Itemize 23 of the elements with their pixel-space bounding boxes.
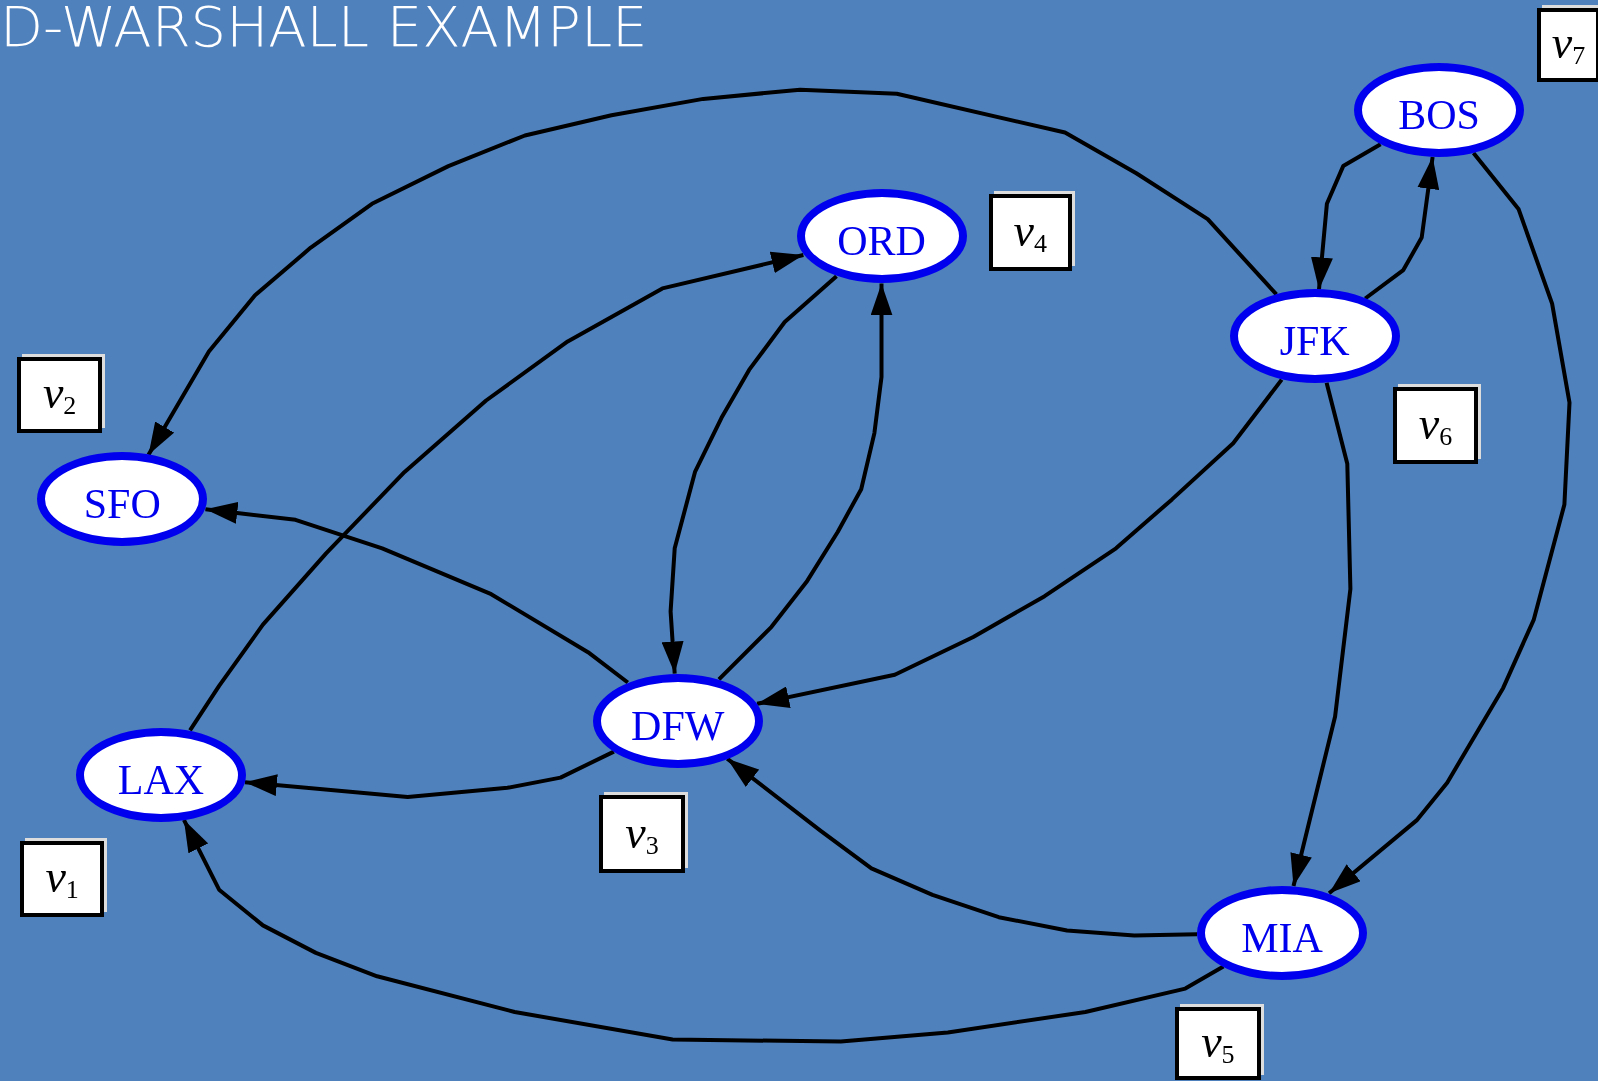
vertex-label-box bbox=[20, 840, 104, 918]
airport-code: BOS bbox=[1398, 94, 1480, 137]
vertex-label-box bbox=[1393, 387, 1478, 464]
vertex-label: v$_{1}$ bbox=[45, 854, 79, 904]
vertex-label: v$_{4}$ bbox=[1013, 207, 1048, 257]
vertex-label: v$_{7}$ bbox=[1551, 20, 1586, 70]
vertex-label-box bbox=[599, 794, 685, 874]
arrow bbox=[1290, 382, 1353, 887]
airport-code: MIA bbox=[1241, 916, 1323, 959]
vertex-label: v$_{2}$ bbox=[42, 370, 77, 420]
vertex-label: v$_{5}$ bbox=[1201, 1019, 1235, 1069]
airport-code: DFW bbox=[631, 704, 725, 747]
vertex-label-box bbox=[988, 193, 1073, 272]
vertex-label-box bbox=[1175, 1006, 1261, 1081]
vertex-label: v$_{6}$ bbox=[1418, 400, 1453, 450]
title: D-WARSHALL EXAMPLE bbox=[0, 0, 648, 58]
vertex-label-box bbox=[1536, 8, 1598, 82]
airport-code: JFK bbox=[1279, 320, 1350, 363]
airport-code: LAX bbox=[117, 758, 205, 801]
airport-code: SFO bbox=[83, 483, 161, 526]
vertex-label: v$_{3}$ bbox=[625, 809, 659, 859]
airport-code: ORD bbox=[837, 220, 926, 263]
vertex-label-box bbox=[17, 356, 102, 434]
